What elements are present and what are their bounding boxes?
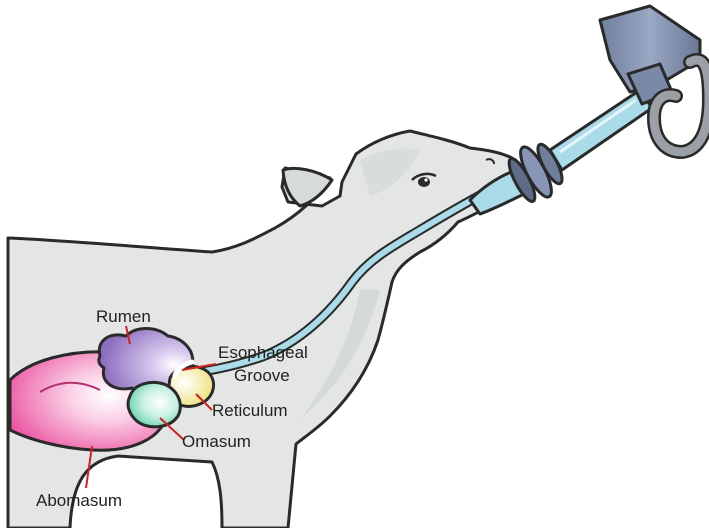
- omasum-organ: [128, 383, 180, 427]
- reticulum-label: Reticulum: [212, 401, 288, 420]
- bottle: [600, 6, 700, 104]
- calf-body: [8, 131, 513, 528]
- esophageal-groove-label-line1: Esophageal: [218, 343, 308, 362]
- esophageal-groove-label-line2: Groove: [234, 366, 290, 385]
- feeding-hose: [550, 90, 652, 170]
- omasum-label: Omasum: [182, 432, 251, 451]
- abomasum-label: Abomasum: [36, 491, 122, 510]
- rumen-label: Rumen: [96, 307, 151, 326]
